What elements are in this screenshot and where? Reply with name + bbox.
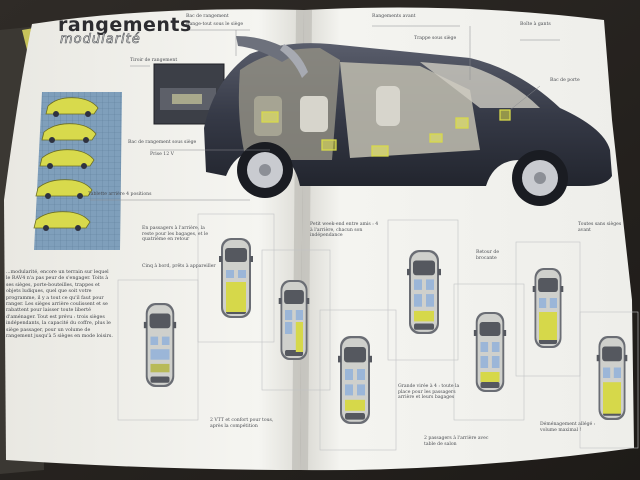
- caption-bottom-right-3: Déménagement allégé : volume maximal !: [540, 422, 596, 433]
- car-cutaway: [204, 36, 612, 206]
- caption-bottom-left: Cinq à bord, prêts à appareiller: [142, 264, 216, 269]
- caption-top-4: Trappe sous siège: [414, 36, 457, 41]
- caption-top-3: Rangements avant: [372, 14, 416, 19]
- config-views: [143, 238, 628, 424]
- magazine-subtitle: modularité: [60, 32, 141, 48]
- caption-footer-1: 2 VTT et confort pour tous, après la com…: [210, 418, 274, 429]
- body-column: ...modularité, encore un terrain sur leq…: [6, 270, 113, 340]
- caption-top-2: Range-tout sous le siège: [186, 22, 244, 27]
- caption-left-2: Bac de rangement sous siège: [128, 140, 197, 145]
- caption-footer-2: Grande virée à 4 : toute la place pour l…: [398, 384, 460, 401]
- caption-bottom-mid-2: Petit week-end entre amis : 4 à l'arrièr…: [310, 222, 379, 239]
- caption-left-1: Tiroir de rangement: [130, 58, 178, 63]
- caption-right-1: Boîte à gants: [520, 22, 551, 27]
- caption-footer-3: 2 passagers à l'arrière avec table de sa…: [424, 436, 489, 447]
- caption-bottom-mid-1: En passagers à l'arrière, la reste pour …: [142, 226, 209, 243]
- caption-mid-2: Tablette arrière 4 positions: [88, 192, 152, 197]
- caption-right-2: Bac de porte: [550, 78, 580, 83]
- caption-bottom-right-1: Retour de brocante: [476, 250, 500, 261]
- magazine-title: rangements: [58, 14, 192, 36]
- caption-mid-1: Prise 12 V: [150, 152, 174, 157]
- caption-bottom-right-2: Toutes sans sièges avant: [578, 222, 622, 233]
- caption-top-1: Bac de rangement: [186, 14, 229, 19]
